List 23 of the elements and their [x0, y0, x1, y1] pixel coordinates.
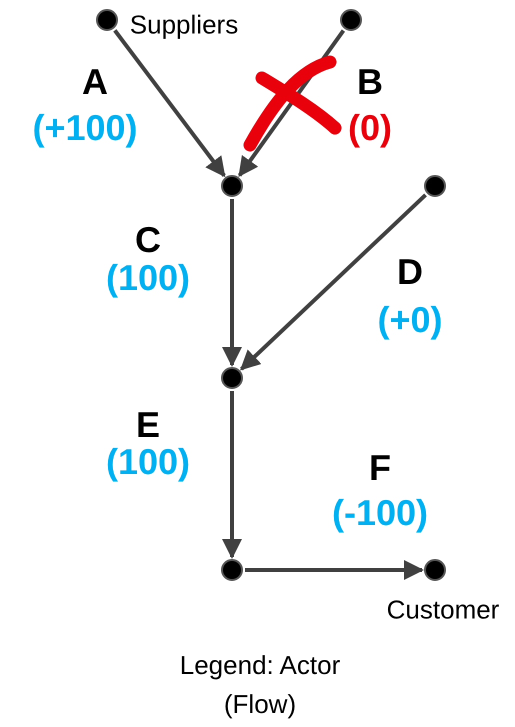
node-dot [424, 175, 446, 197]
node-dot [221, 559, 243, 581]
caption: Suppliers [130, 10, 238, 40]
arrow [245, 560, 424, 580]
node-dot [221, 175, 243, 197]
node-dot [221, 367, 243, 389]
flow-value: (0) [348, 107, 392, 149]
node-dot [340, 9, 362, 31]
flow-value: (+100) [32, 107, 138, 149]
node-caption: Customer [386, 594, 500, 626]
arrow [222, 391, 242, 559]
node-dot [96, 9, 118, 31]
arrow [240, 193, 427, 371]
flow-letter: A [82, 61, 108, 103]
flow-letter: B [357, 61, 383, 103]
flow-value: (+0) [377, 299, 443, 341]
flow-letter: D [397, 251, 423, 293]
arrow [113, 29, 226, 178]
arrow [222, 199, 242, 367]
flow-letter: F [369, 447, 391, 489]
legend-note: Legend: Actor (Flow) [178, 649, 342, 721]
flow-value: (-100) [332, 492, 428, 534]
node-dot [424, 559, 446, 581]
